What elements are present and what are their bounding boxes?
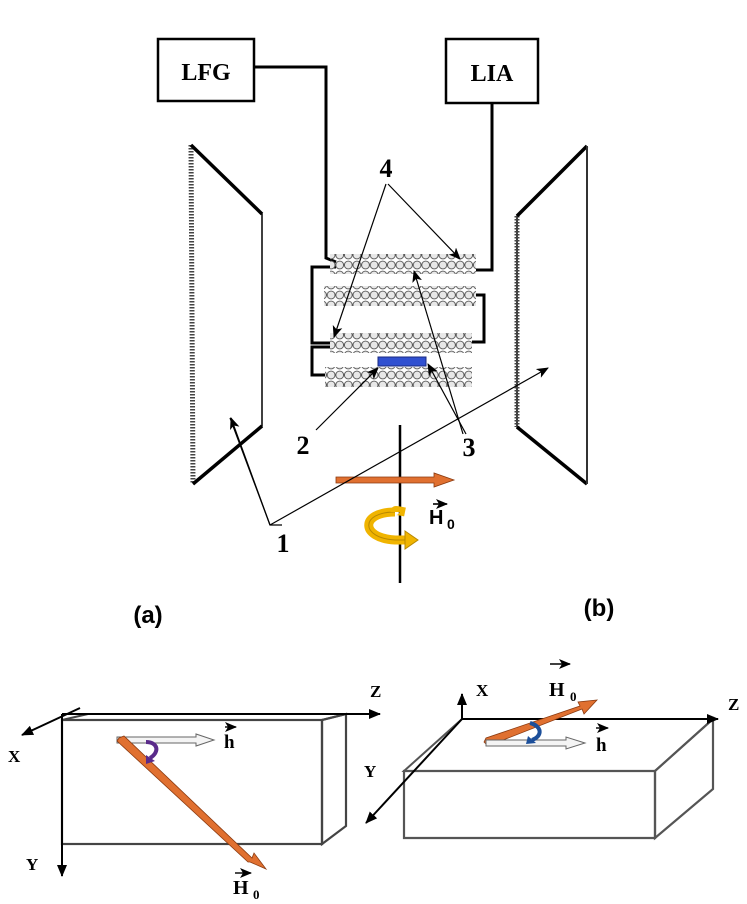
h0-label: H 0 xyxy=(429,499,455,532)
coil-row-1 xyxy=(330,254,476,274)
svg-text:4: 4 xyxy=(380,154,393,183)
coil-stack xyxy=(324,254,476,387)
lfg-wire xyxy=(254,65,337,264)
rotation-icon-b xyxy=(529,721,542,742)
coil-row-3 xyxy=(330,333,472,353)
callout-3: 3 xyxy=(412,270,476,462)
callout-1: 1 xyxy=(229,367,549,558)
svg-text:0: 0 xyxy=(253,887,260,902)
coil-left-loop-lower xyxy=(310,345,332,377)
axis-y-b xyxy=(365,718,463,824)
geometry-panel-a: Z X Y h H 0 xyxy=(8,682,381,902)
axis-y-label-a: Y xyxy=(26,855,38,874)
axis-z-label-a: Z xyxy=(370,682,381,701)
geometry-panel-b: X Z Y H 0 h xyxy=(364,659,739,841)
axis-x-label-a: X xyxy=(8,747,21,766)
rotation-icon xyxy=(364,506,419,550)
svg-text:0: 0 xyxy=(447,516,455,532)
coil-row-4 xyxy=(325,367,472,387)
svg-text:3: 3 xyxy=(463,433,476,462)
magnet-pole-left xyxy=(188,143,264,486)
svg-text:H: H xyxy=(429,507,443,529)
axis-z-label-b: Z xyxy=(728,695,739,714)
callout-2: 2 xyxy=(297,367,379,460)
svg-text:2: 2 xyxy=(297,431,310,460)
coil-right-loop xyxy=(472,293,486,344)
axis-y-label-b: Y xyxy=(364,762,376,781)
magnet-pole-right xyxy=(514,144,589,486)
h-label-b: h xyxy=(596,735,607,756)
callout-4: 4 xyxy=(332,154,461,338)
h0-field-arrow xyxy=(335,472,456,488)
h0-label-a: H xyxy=(233,877,249,899)
svg-text:1: 1 xyxy=(277,529,290,558)
lia-label: LIA xyxy=(471,61,514,87)
h-label-a: h xyxy=(224,732,235,753)
h0-arrow-a xyxy=(116,735,268,870)
panel-label-b: (b) xyxy=(584,595,615,622)
svg-text:0: 0 xyxy=(570,689,577,704)
coil-row-2 xyxy=(324,286,476,306)
sample-rect xyxy=(377,356,427,367)
setup-schematic: LFG LIA xyxy=(133,37,615,629)
rotation-icon-a xyxy=(145,740,159,760)
coil-left-loop xyxy=(310,265,336,345)
lfg-label: LFG xyxy=(181,60,231,86)
lia-wire xyxy=(476,103,494,272)
h0-label-b: H xyxy=(549,679,565,701)
panel-label-a: (a) xyxy=(133,602,162,629)
axis-x-a xyxy=(21,707,81,736)
h0-arrow-b xyxy=(483,699,599,747)
axis-x-label-b: X xyxy=(476,681,489,700)
lia-box: LIA xyxy=(444,37,540,105)
lfg-box: LFG xyxy=(156,37,256,103)
